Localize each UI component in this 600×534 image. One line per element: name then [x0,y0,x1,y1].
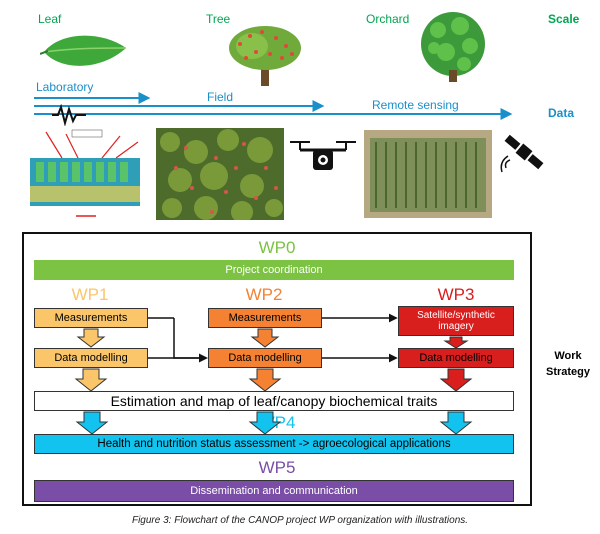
orchard-label: Orchard [366,12,410,26]
block-arrow-wp2-a [250,328,280,348]
estimation-box: Estimation and map of leaf/canopy bioche… [34,391,514,411]
satellite-icon [500,134,544,173]
data-arrows [34,92,513,120]
scale-label: Scale [548,12,580,26]
leaf-label: Leaf [38,12,62,26]
wp1-measurements-box: Measurements [34,308,148,328]
block-arrow-wp1-b [74,368,108,392]
block-arrow-wp4-mid [248,411,282,435]
block-arrow-wp3-a [443,336,469,349]
block-arrow-wp3-b [439,368,473,392]
wp0-box: Project coordination [34,260,514,280]
block-arrow-wp2-b [248,368,282,392]
wp3-imagery-box: Satellite/synthetic imagery [398,306,514,336]
block-arrow-wp4-left [75,411,109,435]
wp5-box: Dissemination and communication [34,480,514,502]
globe-icon [421,12,485,82]
wp3-modelling-box: Data modelling [398,348,514,368]
remote-sensing-label: Remote sensing [372,98,459,112]
tree-label: Tree [206,12,231,26]
tree-canopy-photo [156,128,284,220]
wp2-measurements-box: Measurements [208,308,322,328]
data-label: Data [548,106,575,120]
work-strategy-frame [22,232,532,506]
block-arrow-wp1-a [76,328,106,348]
laboratory-label: Laboratory [36,80,94,94]
figure-caption: Figure 3: Flowchart of the CANOP project… [131,515,469,526]
orchard-aerial-photo [364,130,492,218]
leaf-icon [40,35,127,66]
wp2-title: WP2 [245,285,283,304]
wp5-title: WP5 [258,458,296,477]
wp0-title: WP0 [258,238,296,257]
leaf-structure-diagram [16,128,152,220]
tree-icon [229,26,301,86]
signal-wave-icon [52,104,86,126]
block-arrow-wp4-right [439,411,473,435]
wp1-modelling-box: Data modelling [34,348,148,368]
field-label: Field [207,90,234,104]
work-strategy-label: Work Strategy [545,350,591,378]
drone-icon [290,141,356,170]
wp2-modelling-box: Data modelling [208,348,322,368]
wp1-title: WP1 [71,285,109,304]
wp3-title: WP3 [437,285,475,304]
wp4-box: Health and nutrition status assessment -… [34,434,514,454]
